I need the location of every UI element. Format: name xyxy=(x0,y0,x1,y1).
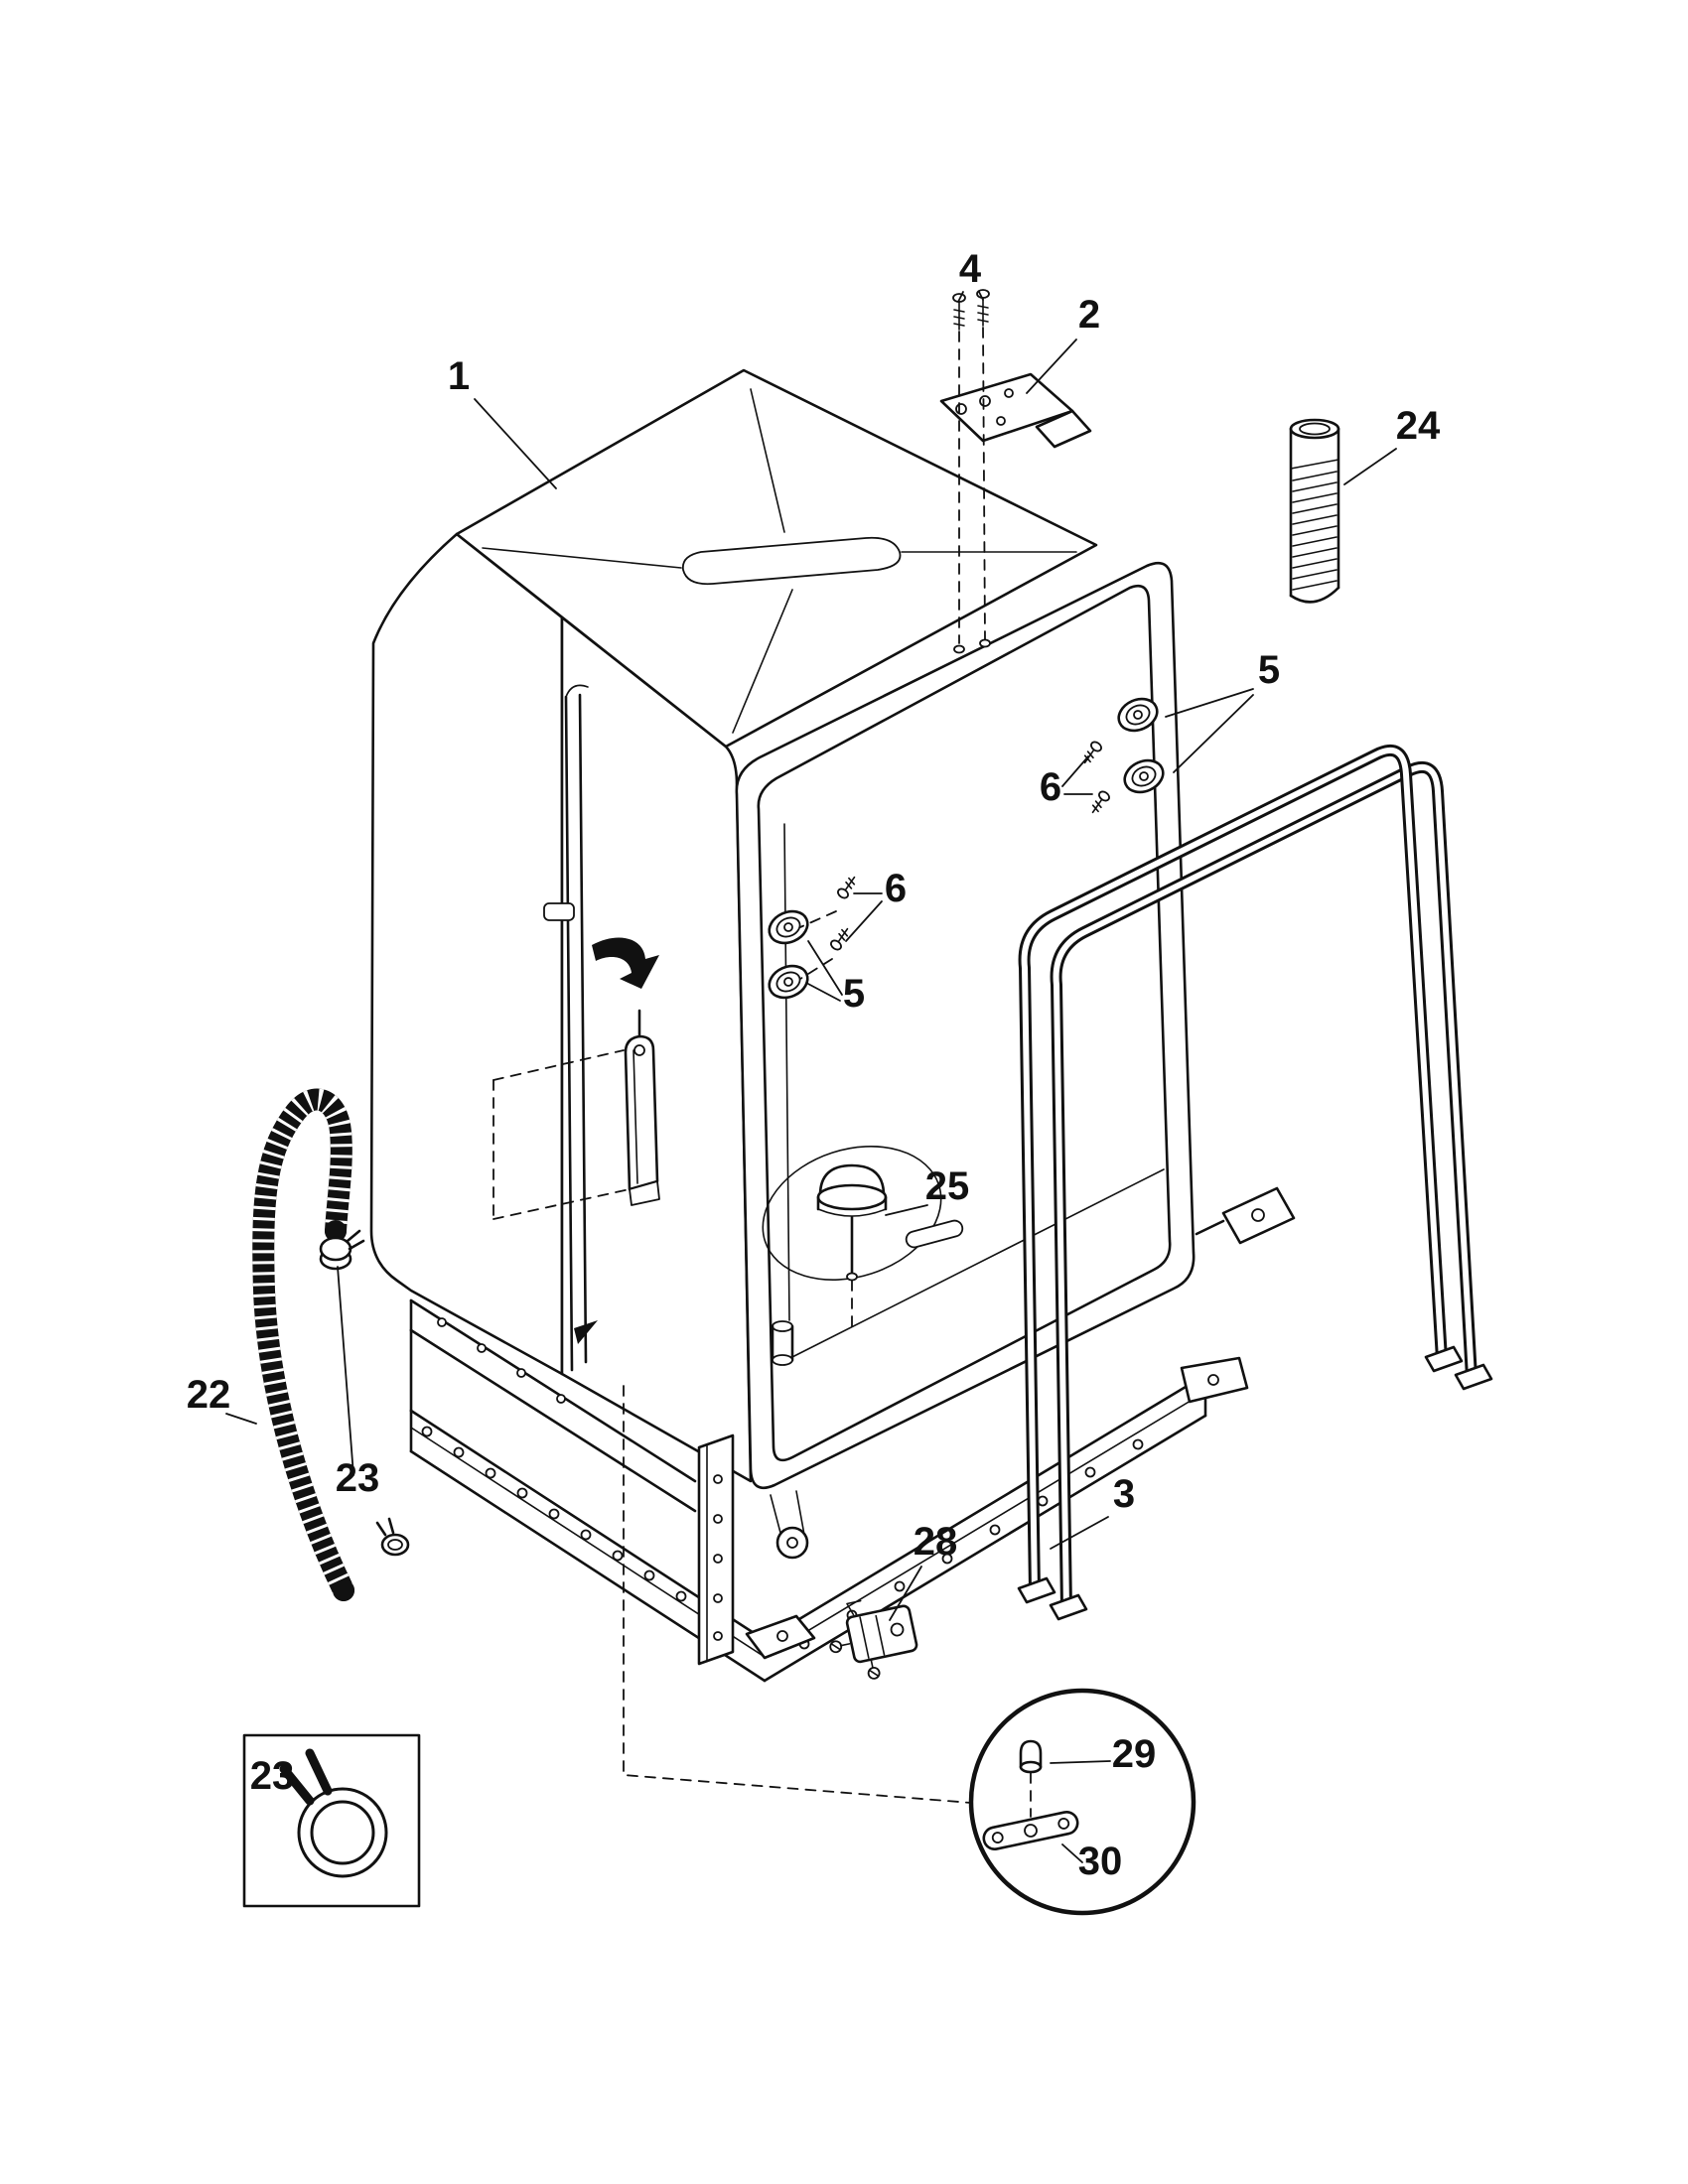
callout-4: 4 xyxy=(959,247,982,291)
heater-bracket xyxy=(624,1009,660,1206)
bracket-hole xyxy=(979,638,991,648)
clamp-leader-line xyxy=(337,1266,354,1476)
callout-6-left: 6 xyxy=(885,867,907,910)
leader-lines xyxy=(225,291,1397,1863)
construction-lines xyxy=(492,1049,972,1804)
direction-arrow xyxy=(592,937,659,989)
support-bracket-right xyxy=(1195,1186,1296,1245)
callout-30: 30 xyxy=(1078,1840,1123,1883)
detail-circle xyxy=(968,1688,1196,1916)
callout-5-right: 5 xyxy=(1258,648,1280,692)
callout-23: 23 xyxy=(336,1456,380,1500)
hose-clamp-23b xyxy=(375,1517,410,1557)
inset-clamp-23 xyxy=(279,1748,388,1878)
callout-1: 1 xyxy=(448,354,470,398)
callout-3: 3 xyxy=(1113,1472,1135,1516)
stud-29 xyxy=(1019,1739,1043,1774)
corner-wheel xyxy=(770,1490,809,1560)
plate-30 xyxy=(982,1811,1079,1850)
rollers-right-5 xyxy=(1117,697,1165,794)
hose-end xyxy=(325,1220,347,1242)
rack-rails-3 xyxy=(1017,745,1493,1621)
screws-right-6 xyxy=(1083,741,1110,814)
callout-5-left: 5 xyxy=(843,972,865,1016)
hose-end xyxy=(333,1579,354,1601)
callout-22: 22 xyxy=(187,1373,231,1417)
float-assembly-25 xyxy=(816,1163,888,1282)
strip-clip xyxy=(543,902,575,921)
trim-end-tab xyxy=(574,1320,598,1344)
corner-trim-strip xyxy=(564,684,598,1372)
callout-23-detail: 23 xyxy=(250,1754,295,1798)
bracket-hole xyxy=(953,644,965,654)
mounting-bracket-2 xyxy=(939,372,1092,449)
small-plate xyxy=(905,1219,964,1249)
callout-24: 24 xyxy=(1396,404,1441,448)
callout-6-right: 6 xyxy=(1040,765,1061,809)
drain-hose-22 xyxy=(252,1088,354,1601)
inset-box xyxy=(242,1733,421,1908)
callout-2: 2 xyxy=(1078,293,1100,337)
junction-box-28 xyxy=(829,1599,918,1680)
screws-left-6 xyxy=(830,876,856,951)
callout-28: 28 xyxy=(914,1520,958,1564)
callout-29: 29 xyxy=(1112,1732,1157,1776)
callout-layer: 1 4 2 24 5 6 6 5 25 22 23 3 28 23 29 30 xyxy=(187,247,1441,1883)
top-handle-cutout xyxy=(681,536,902,586)
callout-25: 25 xyxy=(925,1164,970,1208)
sump-outline xyxy=(762,1146,942,1281)
corner-post xyxy=(697,1433,735,1666)
support-bracket-front xyxy=(745,1614,816,1660)
fill-tube-24 xyxy=(1289,418,1340,604)
hose-clamp-23 xyxy=(319,1229,365,1271)
rollers-left-5 xyxy=(768,909,837,1000)
base-frame xyxy=(409,1298,1249,1683)
tub-interior xyxy=(624,823,1165,1366)
standoff-cylinder xyxy=(771,1320,794,1366)
tub-body xyxy=(369,368,1098,1483)
